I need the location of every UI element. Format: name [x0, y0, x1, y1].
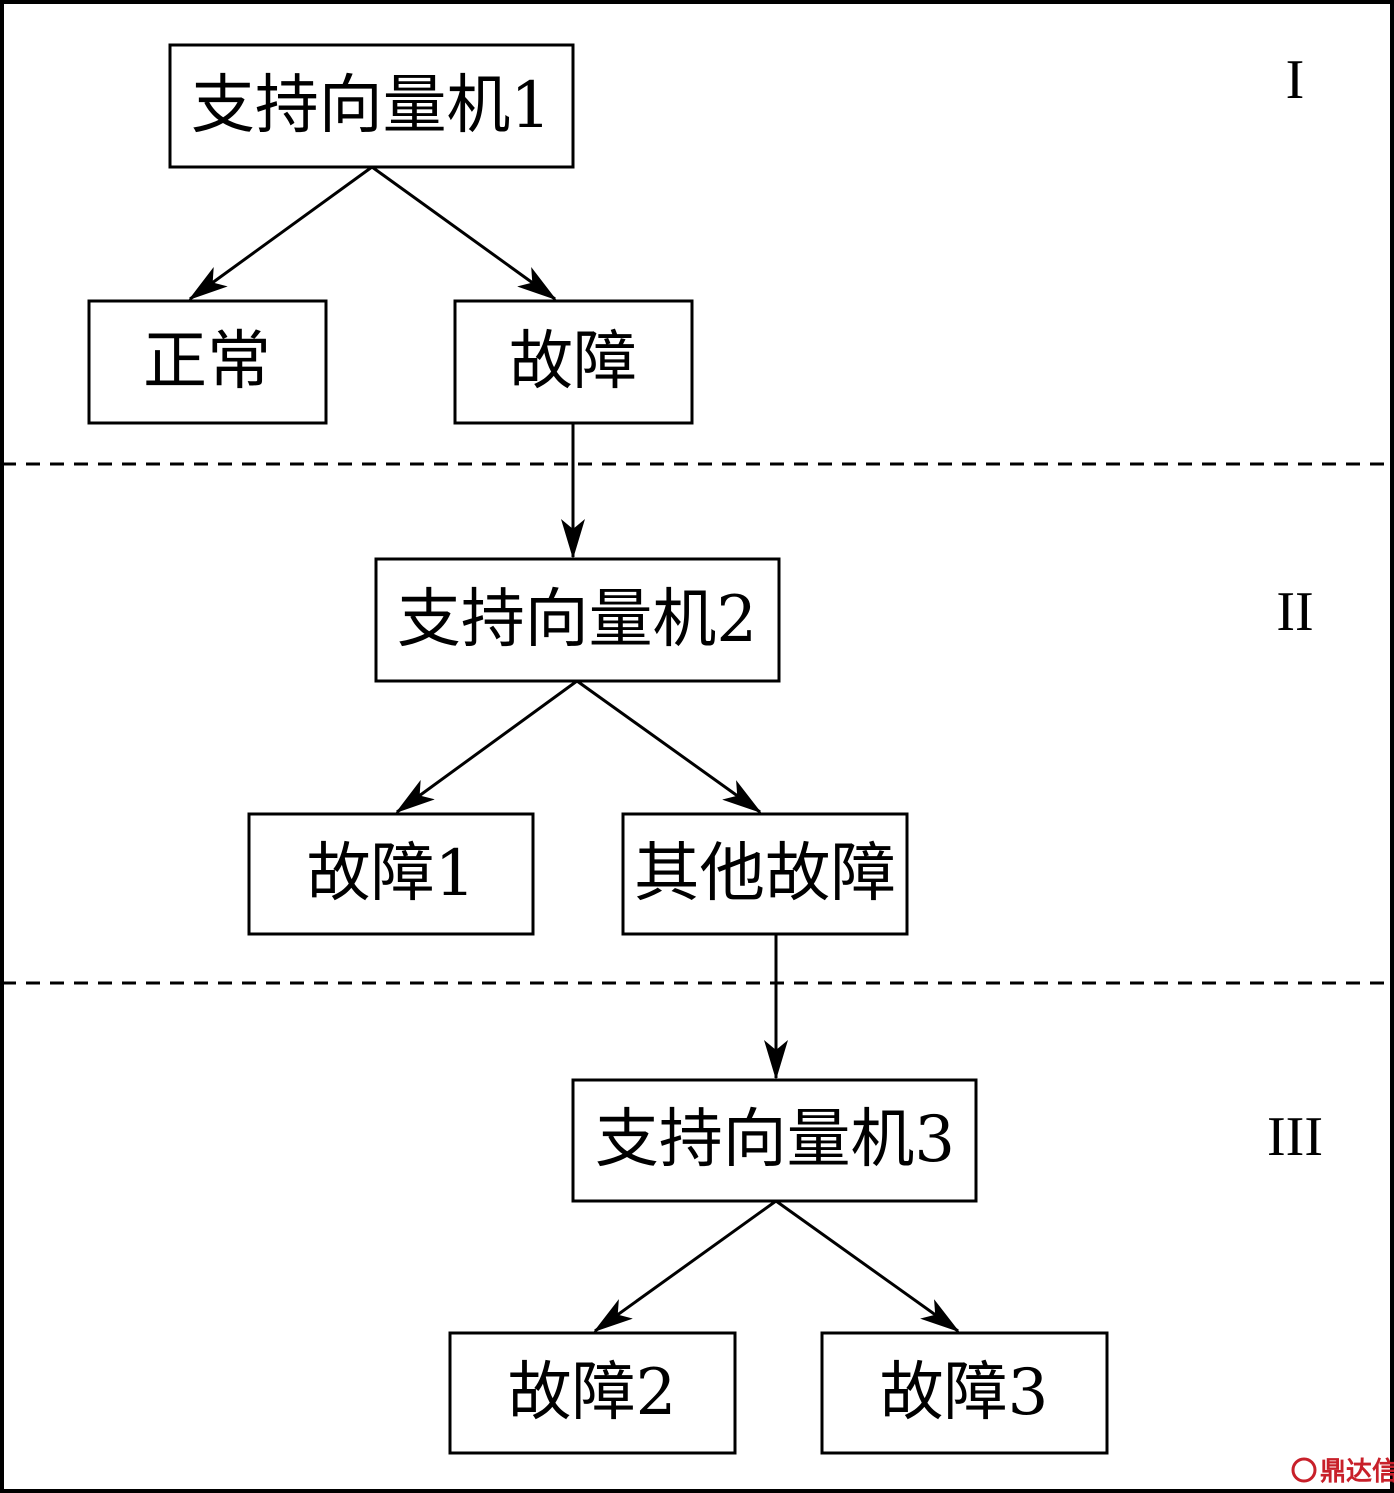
- node-svm3: 支持向量机3: [571, 1078, 978, 1203]
- node-other-fault: 其他故障: [621, 812, 909, 936]
- node-fault1-label: 故障1: [307, 837, 476, 911]
- node-normal-label: 正常: [143, 325, 271, 399]
- node-fault3-label: 故障3: [880, 1356, 1049, 1430]
- node-svm2: 支持向量机2: [374, 557, 781, 683]
- node-fault1: 故障1: [247, 812, 535, 936]
- edge-svm1-normal: [188, 165, 373, 301]
- node-svm1-label: 支持向量机1: [191, 69, 551, 143]
- edge-svm3-fault2: [593, 1199, 777, 1333]
- stage-label-ii: II: [1276, 581, 1313, 643]
- node-fault: 故障: [453, 299, 694, 425]
- node-other-fault-label: 其他故障: [634, 837, 896, 911]
- edge-svm3-fault3: [775, 1199, 960, 1333]
- watermark-logo-icon: [1291, 1457, 1317, 1483]
- node-fault-label: 故障: [509, 325, 637, 399]
- node-svm1: 支持向量机1: [168, 43, 575, 169]
- edge-svm2-fault1: [395, 679, 578, 814]
- node-fault2-label: 故障2: [508, 1356, 677, 1430]
- watermark-text: 鼎达信: [1320, 1457, 1394, 1487]
- node-svm2-label: 支持向量机2: [397, 583, 757, 657]
- node-fault3: 故障3: [820, 1331, 1109, 1455]
- watermark: 鼎达信: [1291, 1457, 1394, 1487]
- stage-label-i: I: [1286, 49, 1305, 111]
- node-svm3-label: 支持向量机3: [595, 1103, 955, 1177]
- node-normal: 正常: [87, 299, 328, 425]
- edge-svm2-other-fault: [576, 679, 762, 814]
- edge-svm1-fault: [371, 165, 557, 301]
- stage-label-iii: III: [1267, 1106, 1323, 1168]
- node-fault2: 故障2: [448, 1331, 737, 1455]
